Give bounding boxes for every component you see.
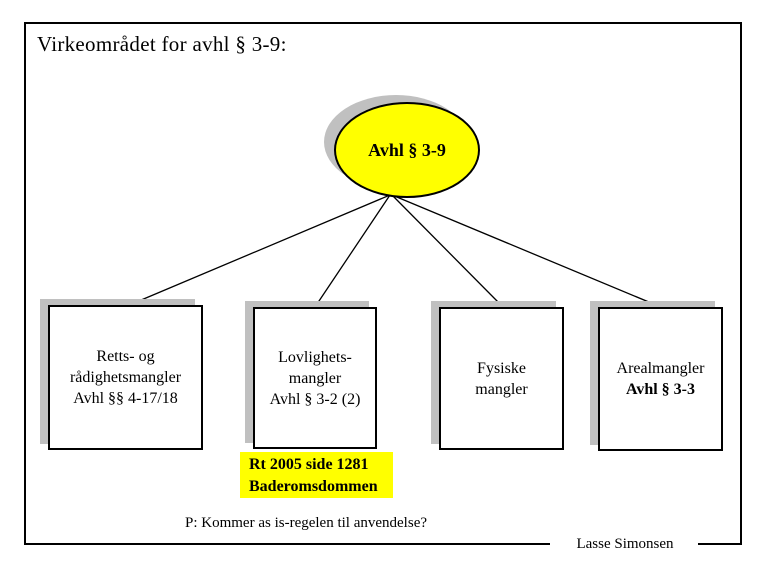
highlight-text-line: Baderomsdommen: [249, 478, 378, 495]
node-fysiske-mangler: Fysiske mangler: [439, 307, 564, 450]
slide-border-bottom-right-segment: [697, 543, 740, 545]
highlight-text-line: Rt 2005 side 1281: [249, 456, 369, 473]
node-text-line: mangler: [475, 380, 528, 398]
node-text-line: Arealmangler: [616, 360, 705, 377]
author-name: Lasse Simonsen: [552, 536, 698, 553]
highlight-rt-2005-note: Rt 2005 side 1281 Baderomsdommen: [240, 452, 393, 498]
question-text: P: Kommer as is-regelen til anvendelse?: [185, 515, 428, 531]
root-node-label: Avhl § 3-9: [368, 139, 446, 160]
node-text-line: Avhl §§ 4-17/18: [73, 390, 178, 407]
node-text-line: mangler: [288, 369, 342, 387]
node-text-line: Lovlighets-: [278, 348, 352, 366]
node-text-line: Avhl § 3-3: [625, 381, 696, 398]
node-text-line: Avhl § 3-2 (2): [269, 390, 361, 408]
node-retts-og-radighetsmangler: Retts- og rådighetsmangler Avhl §§ 4-17/…: [48, 305, 203, 450]
slide-border-bottom-left-segment: [24, 543, 550, 545]
node-text-line: Retts- og: [96, 348, 155, 365]
root-node-avhl-3-9: Avhl § 3-9: [334, 102, 480, 198]
node-arealmangler: Arealmangler Avhl § 3-3: [598, 307, 723, 451]
node-lovlighetsmangler: Lovlighets- mangler Avhl § 3-2 (2): [253, 307, 377, 449]
slide-title: Virkeområdet for avhl § 3-9:: [37, 32, 287, 56]
node-text-line: rådighetsmangler: [69, 369, 182, 386]
node-text-line: Fysiske: [477, 359, 526, 377]
slide-border: [24, 22, 742, 545]
